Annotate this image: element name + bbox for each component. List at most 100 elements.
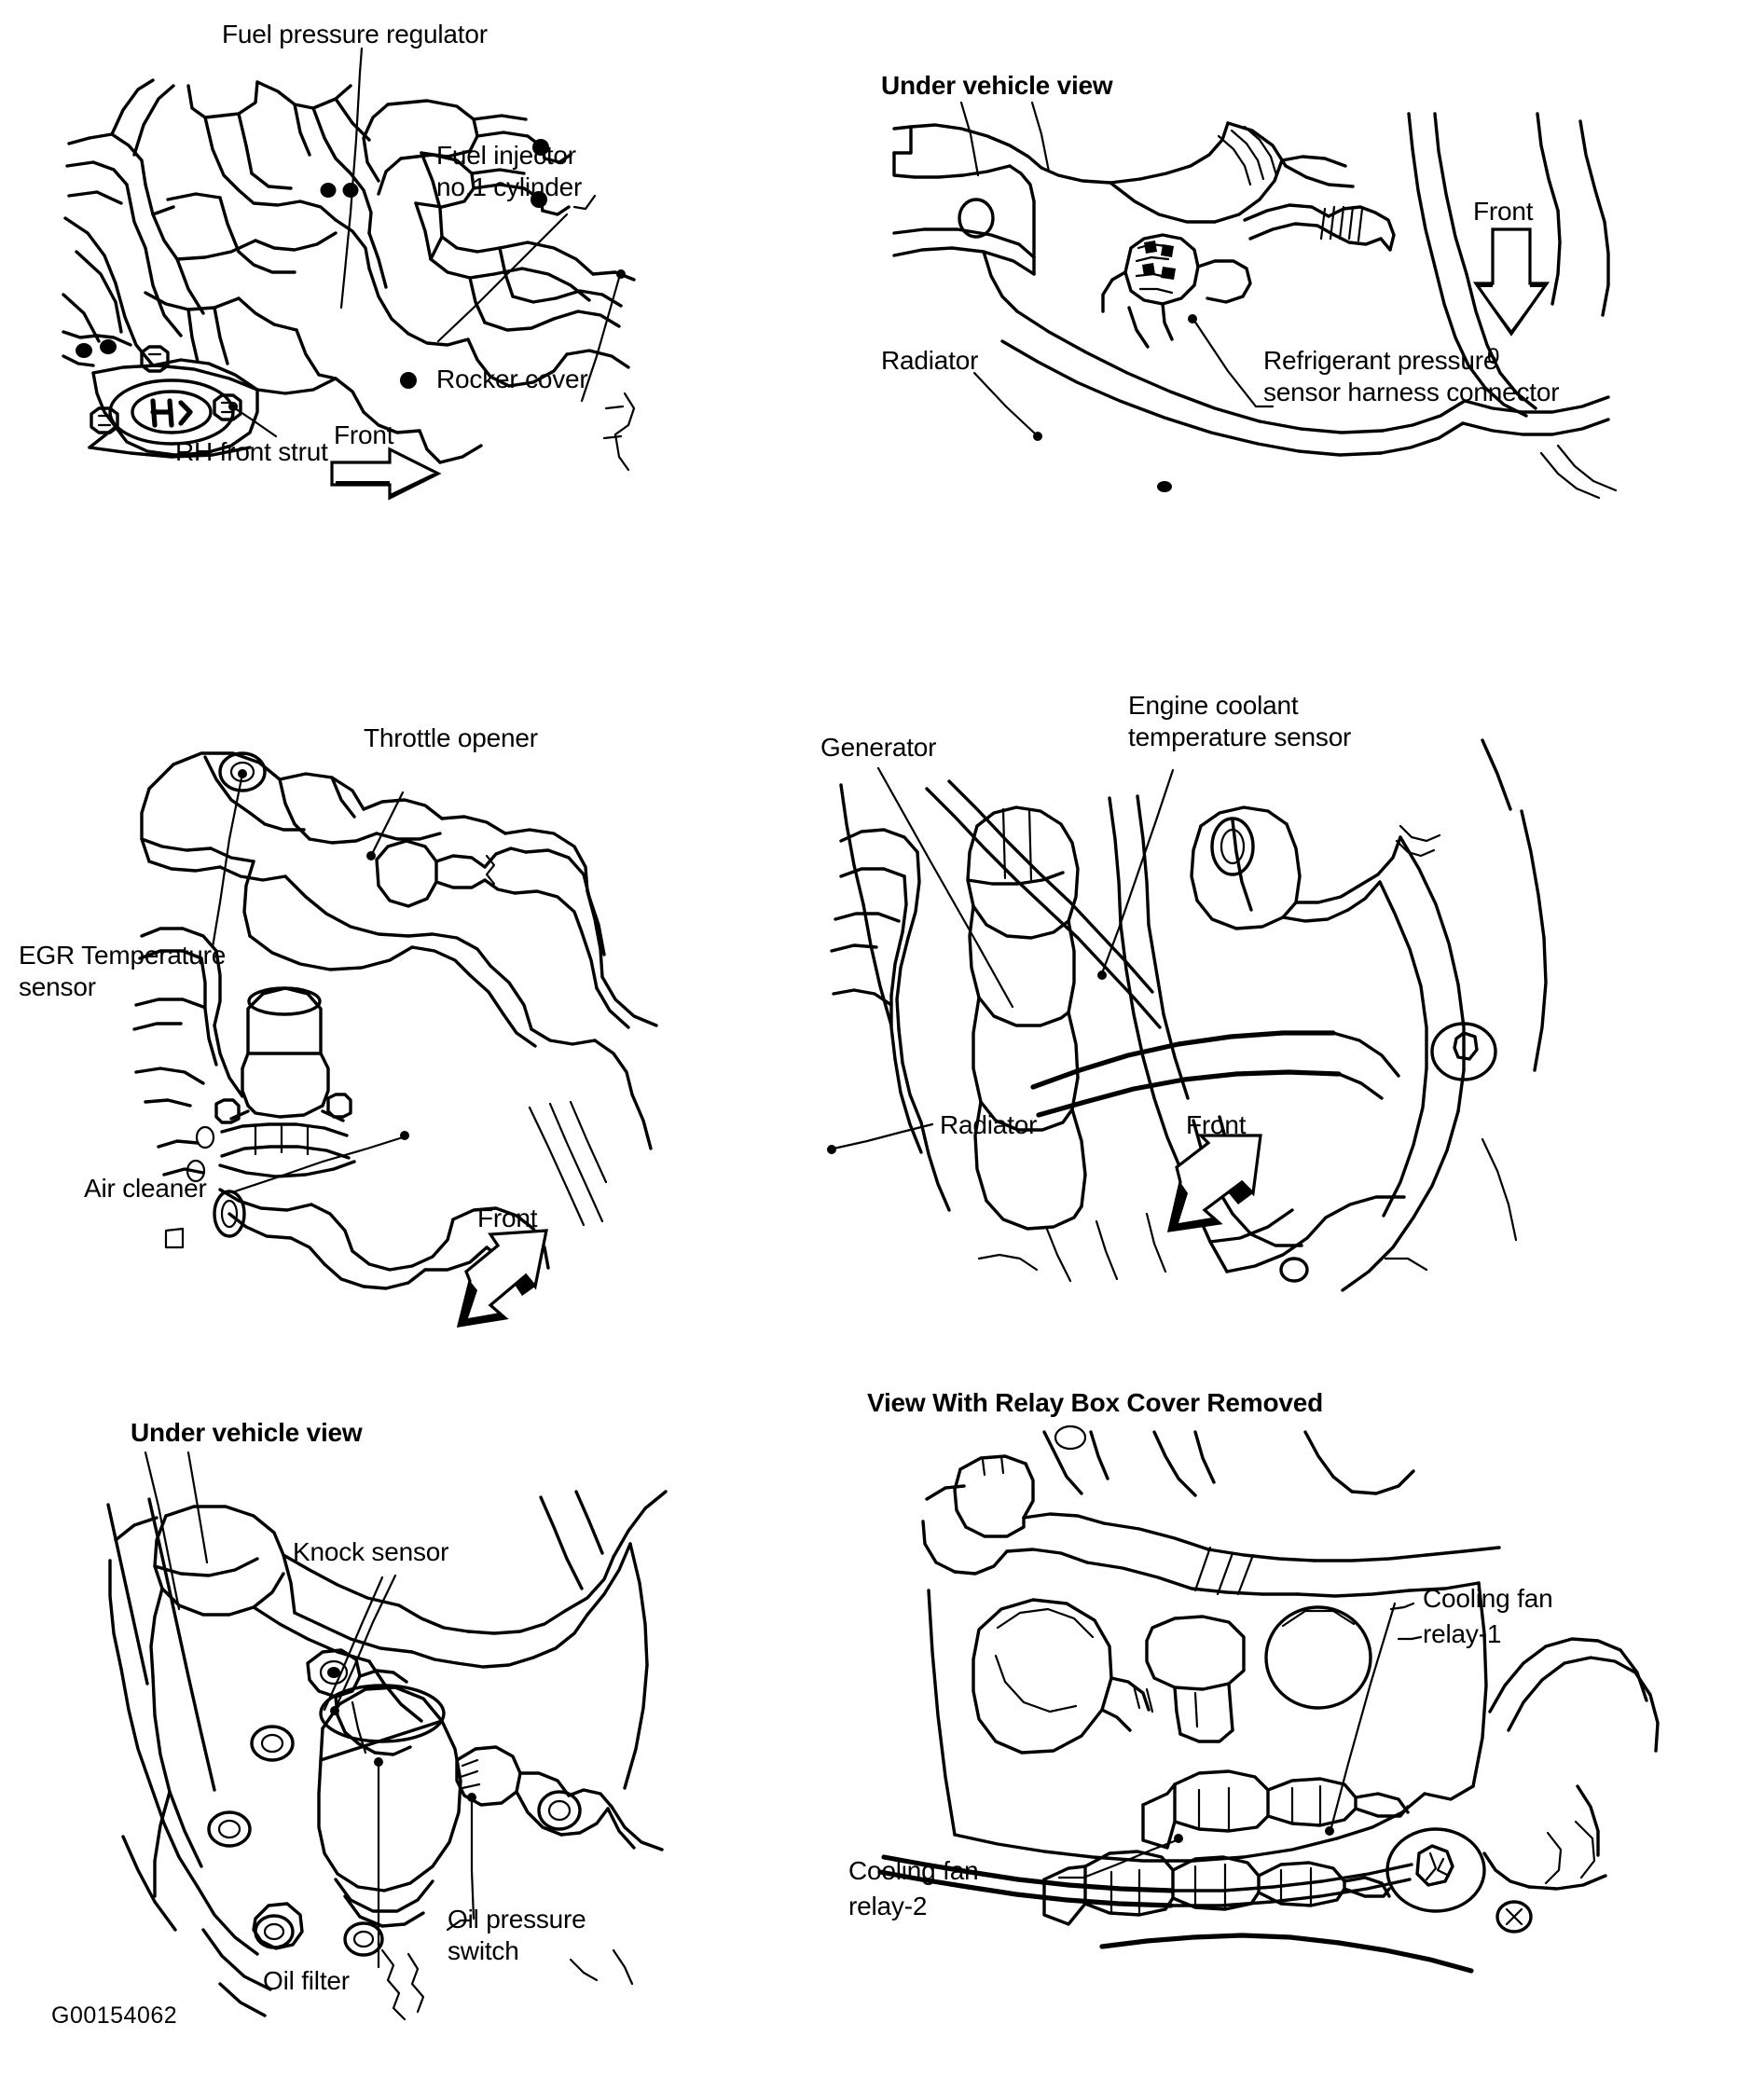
view-title-under-vehicle-bottom: Under vehicle view (131, 1418, 363, 1447)
egr-sensor-boss (218, 751, 267, 792)
panel-throttle-egr: Throttle opener EGR Temperature sensor A… (19, 723, 671, 1342)
label-fuel-injector-line2: no.1 cylinder (436, 172, 583, 201)
oil-pressure-switch-body (537, 1790, 582, 1831)
label-throttle-opener: Throttle opener (364, 723, 538, 752)
hole-4-inner (352, 1930, 375, 1948)
round-relay-cap (1264, 1605, 1372, 1710)
egr-valve-body (186, 986, 356, 1183)
generator-coolant-artwork (830, 738, 1548, 1292)
knock-sensor-washer (319, 1659, 349, 1686)
harness-grommet (1054, 1424, 1087, 1451)
hole-2 (207, 1810, 252, 1848)
label-egr-temp-line1: EGR Temperature (19, 941, 227, 970)
lower-radiator-hoses (1030, 1030, 1406, 1273)
large-round-component (972, 1598, 1154, 1755)
label-refrigerant-sensor-line2: sensor harness connector (1263, 378, 1560, 406)
label-cooling-fan-relay-1-line2: relay-1 (1423, 1619, 1502, 1648)
injector-tip-1 (532, 139, 549, 156)
strut-nut-top (140, 345, 170, 373)
crossmember-hole (958, 198, 995, 239)
relay-cap-outer (1264, 1605, 1372, 1710)
injector-tip-2 (531, 191, 547, 208)
figure-code: G00154062 (51, 2003, 178, 2029)
knock-sensor-hub (327, 1667, 340, 1678)
engine-compartment-artwork (62, 78, 636, 472)
label-egr-temp-line2: sensor (19, 972, 96, 1001)
label-cooling-fan-relay-2-line2: relay-2 (848, 1892, 928, 1920)
panel-relay-box: View With Relay Box Cover Removed (848, 1388, 1669, 1974)
upper-hoses-right (503, 828, 658, 1029)
label-radiator-p2: Radiator (881, 346, 979, 375)
upper-manifold-casting (140, 751, 507, 882)
transmission-housing (106, 1497, 296, 1956)
label-front-direction-p2: Front (1473, 197, 1534, 226)
egr-bolt-right (326, 1093, 352, 1119)
left-frame-and-hoses (830, 783, 951, 1212)
center-hoses (1108, 794, 1229, 1273)
label-front-direction-p3: Front (477, 1204, 538, 1232)
panel2-leaders (959, 101, 1275, 441)
label-arrow-marker-zero: 0 (1487, 344, 1500, 369)
engine-block-right (1341, 738, 1548, 1292)
label-front-direction-p1: Front (334, 420, 394, 449)
fuel-rail-and-injectors (362, 99, 572, 216)
sensor-connector (1101, 233, 1252, 349)
egr-sensor-hole (229, 761, 255, 783)
bore-holes (207, 1725, 384, 1957)
label-oil-pressure-line2: switch (448, 1936, 519, 1965)
front-arrow-right-p1 (330, 447, 442, 501)
egr-bolt-left (214, 1098, 241, 1124)
label-generator: Generator (820, 733, 937, 762)
front-arrow-diag-p3 (456, 1229, 548, 1328)
center-connector-block (1145, 1615, 1246, 1743)
egr-valve-top (247, 986, 322, 1016)
oil-pressure-switch-bore (547, 1799, 572, 1822)
label-radiator-p4: Radiator (940, 1110, 1038, 1139)
panel-engine-compartment-rh: Fuel pressure regulator Fuel injector no… (56, 20, 653, 501)
throttle-opener-body (375, 839, 528, 908)
coolant-sensor-bore (1220, 828, 1246, 865)
hole-2-inner (217, 1819, 241, 1839)
throttle-body-and-hoses (218, 172, 410, 336)
label-coolant-temp-line1: Engine coolant (1128, 691, 1299, 720)
clamped-hose (1243, 203, 1396, 252)
port-bore (220, 1199, 239, 1229)
belt-and-pulley-lines (925, 779, 1162, 1029)
strut-mount-mid (131, 390, 213, 434)
label-rocker-cover: Rocker cover (436, 365, 588, 393)
hole-4 (343, 1921, 384, 1957)
screw-head (1495, 1900, 1533, 1934)
oil-knock-artwork (106, 1490, 668, 2021)
intake-manifold (151, 80, 371, 261)
label-fuel-injector-line1: Fuel injector (436, 141, 576, 170)
bell-housing-right (455, 1490, 668, 1851)
bolt-c (400, 372, 417, 389)
under-vehicle-artwork (892, 112, 1618, 500)
panel3-leaders (211, 769, 409, 1193)
lower-block-and-brackets (144, 291, 365, 414)
lower-fastener (1279, 1257, 1309, 1283)
relay-box-artwork (877, 1424, 1660, 1974)
label-coolant-temp-line2: temperature sensor (1128, 723, 1352, 751)
label-air-cleaner: Air cleaner (84, 1174, 207, 1203)
bolt-head-2 (342, 183, 359, 198)
hose-bundle-left (62, 78, 205, 367)
hole-3-inner (263, 1922, 285, 1941)
radiator-hose-upper (1109, 121, 1355, 224)
front-arrow-diag-p4 (1166, 1134, 1262, 1232)
port-opening (213, 1190, 246, 1238)
label-oil-filter: Oil filter (263, 1966, 350, 1995)
bottom-details (977, 1137, 1518, 1283)
lower-body-and-edges (877, 1637, 1660, 1974)
front-arrow-down-p2 (1472, 227, 1550, 337)
panel-generator-coolant: Generator Engine coolant temperature sen… (820, 691, 1604, 1333)
coolant-sensor-port (1210, 817, 1255, 876)
lower-hoses-and-block (132, 927, 455, 1290)
label-oil-pressure-line1: Oil pressure (448, 1905, 586, 1934)
stud-a (195, 1125, 215, 1149)
view-title-under-vehicle-top: Under vehicle view (881, 71, 1113, 100)
panel6-leaders (1057, 1602, 1423, 1879)
label-cooling-fan-relay-2-line1: Cooling fan (848, 1856, 979, 1885)
coolant-housing (1190, 805, 1441, 930)
